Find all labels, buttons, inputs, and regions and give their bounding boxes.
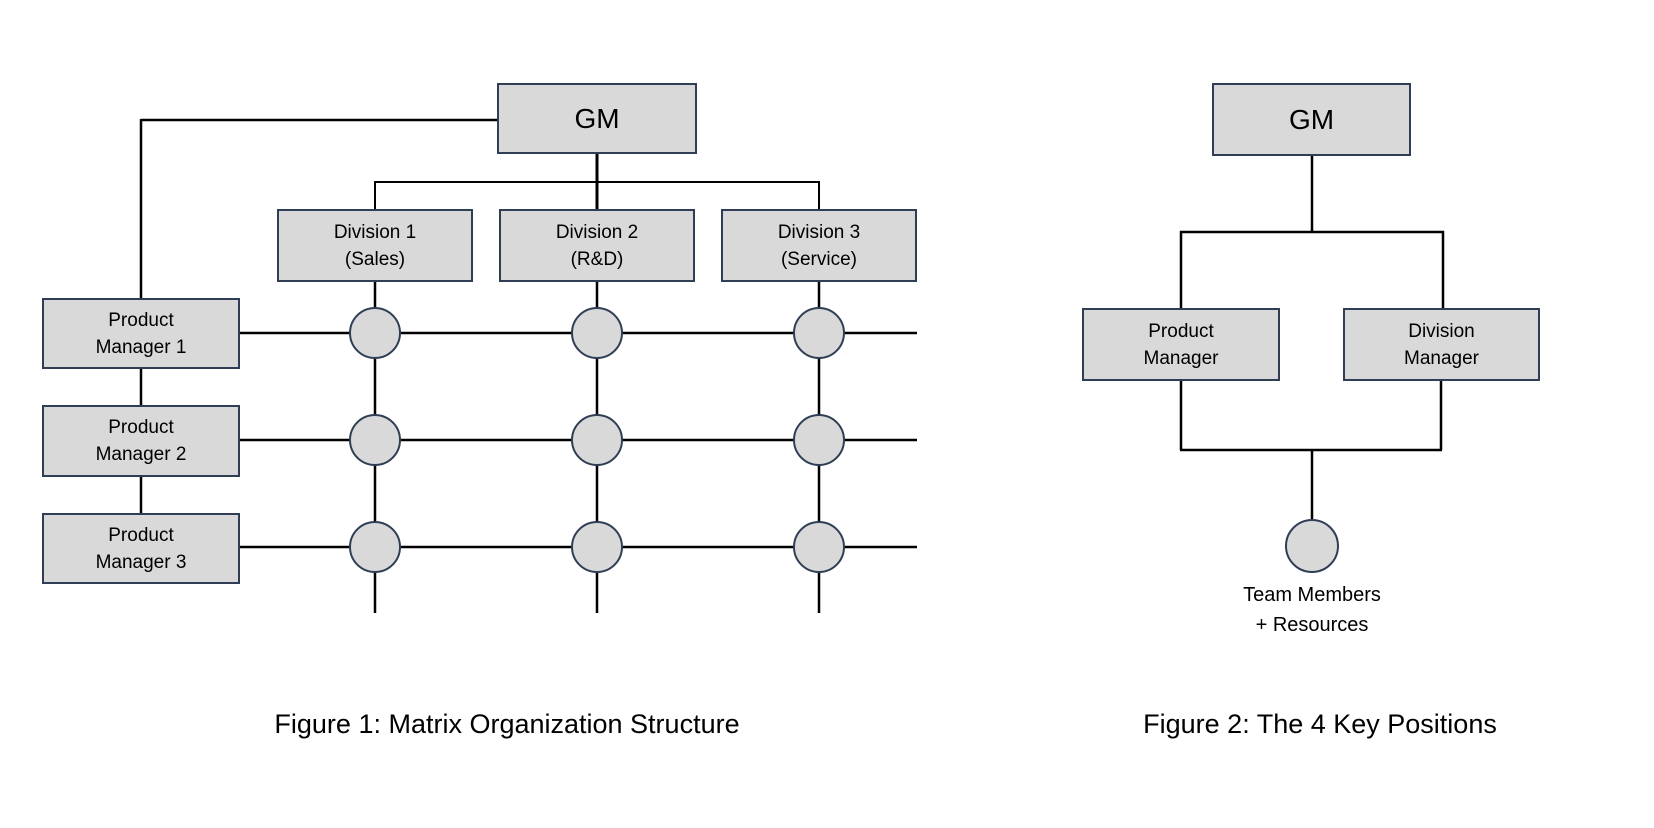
matrix-node-r2c1 [349, 414, 401, 466]
fig1-division3-name: Division 3 [777, 221, 861, 243]
fig2-team-label-line2: + Resources [1255, 614, 1369, 636]
matrix-node-r3c3 [793, 521, 845, 573]
fig2-team-node [1285, 519, 1339, 573]
fig2-dm-line1: Division [1408, 320, 1475, 342]
fig2-team-label: Team Members + Resources [1182, 580, 1442, 640]
fig1-division3-dept: (Service) [780, 248, 857, 270]
fig1-product-manager3-box: Product Manager 3 [42, 513, 240, 584]
fig1-pm3-line2: Manager 3 [95, 551, 187, 573]
fig1-division3-box: Division 3 (Service) [721, 209, 917, 282]
fig1-pm1-line2: Manager 1 [95, 336, 187, 358]
fig1-division2-dept: (R&D) [570, 248, 624, 270]
fig1-gm-box: GM [497, 83, 697, 154]
matrix-node-r1c1 [349, 307, 401, 359]
fig2-division-manager-box: Division Manager [1343, 308, 1540, 381]
matrix-node-r2c2 [571, 414, 623, 466]
matrix-node-r1c3 [793, 307, 845, 359]
matrix-node-r2c3 [793, 414, 845, 466]
fig1-product-manager1-box: Product Manager 1 [42, 298, 240, 369]
fig1-pm3-line1: Product [108, 524, 174, 546]
fig1-division1-dept: (Sales) [344, 248, 406, 270]
fig2-pm-line1: Product [1148, 320, 1214, 342]
figure2-caption: Figure 2: The 4 Key Positions [1143, 709, 1497, 739]
fig1-pm1-line1: Product [108, 309, 174, 331]
figure1-caption: Figure 1: Matrix Organization Structure [274, 709, 740, 739]
matrix-node-r1c2 [571, 307, 623, 359]
fig1-division1-box: Division 1 (Sales) [277, 209, 473, 282]
fig2-gm-label: GM [1288, 103, 1335, 135]
figure2-connectors [1179, 156, 1445, 519]
fig2-product-manager-box: Product Manager [1082, 308, 1280, 381]
fig1-gm-label: GM [574, 102, 620, 134]
fig2-gm-box: GM [1212, 83, 1411, 156]
fig1-pm2-line1: Product [108, 417, 174, 438]
matrix-node-r3c2 [571, 521, 623, 573]
fig2-dm-line2: Manager [1404, 347, 1479, 369]
fig2-team-label-line1: Team Members [1243, 584, 1381, 606]
fig1-pm2-line2: Manager 2 [95, 444, 187, 465]
fig2-pm-line2: Manager [1143, 347, 1219, 369]
matrix-node-r3c1 [349, 521, 401, 573]
fig1-division1-name: Division 1 [333, 221, 417, 243]
fig1-division2-box: Division 2 (R&D) [499, 209, 695, 282]
fig1-division2-name: Division 2 [555, 221, 639, 243]
fig1-product-manager2-box: Product Manager 2 [42, 405, 240, 477]
